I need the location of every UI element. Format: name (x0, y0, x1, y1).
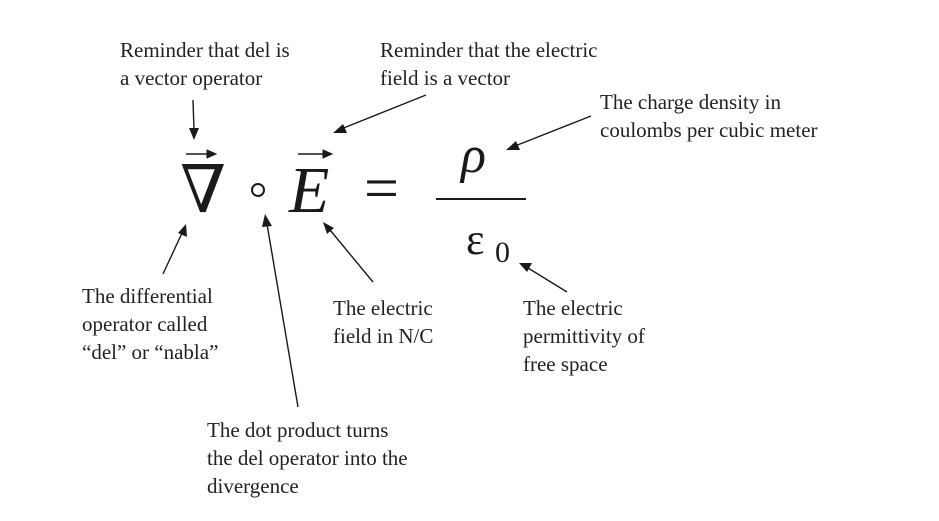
label-differential-line-3: “del” or “nabla” (82, 340, 219, 364)
label-dot-product: The dot product turns the del operator i… (207, 416, 408, 500)
label-electric-field-line-1: The electric (333, 296, 433, 320)
permittivity-symbol: ε (466, 215, 485, 264)
label-permittivity: The electric permittivity of free space (523, 294, 645, 378)
label-del-vector: Reminder that del is a vector operator (120, 36, 290, 92)
label-differential-operator: The differential operator called “del” o… (82, 282, 218, 366)
label-field-vector-line-1: Reminder that the electric (380, 38, 598, 62)
label-electric-field: The electric field in N/C (333, 294, 433, 350)
arrow-field-vector (333, 94, 427, 133)
label-permittivity-line-2: permittivity of (523, 324, 645, 348)
label-charge-density: The charge density in coulombs per cubic… (600, 88, 818, 144)
arrow-del-vector (189, 99, 199, 140)
dot-product-symbol (251, 183, 265, 197)
arrow-permittivity (519, 263, 568, 293)
label-charge-density-line-2: coulombs per cubic meter (600, 118, 818, 142)
label-dot-product-line-1: The dot product turns (207, 418, 389, 442)
label-permittivity-line-3: free space (523, 352, 608, 376)
label-field-vector-line-2: field is a vector (380, 66, 511, 90)
charge-density-symbol: ρ (461, 127, 486, 184)
label-electric-field-line-2: field in N/C (333, 324, 434, 348)
label-differential-line-2: operator called (82, 312, 208, 336)
electric-field-symbol: E (289, 154, 330, 227)
arrow-differential (162, 224, 187, 275)
label-permittivity-line-1: The electric (523, 296, 623, 320)
arrow-charge-density (506, 115, 592, 150)
label-dot-product-line-2: the del operator into the (207, 446, 408, 470)
label-field-vector: Reminder that the electric field is a ve… (380, 36, 598, 92)
equals-sign: = (364, 155, 399, 223)
label-differential-line-1: The differential (82, 284, 213, 308)
label-del-vector-line-1: Reminder that del is (120, 38, 290, 62)
label-charge-density-line-1: The charge density in (600, 90, 781, 114)
arrow-electric-field (323, 222, 374, 283)
fraction-bar (436, 198, 526, 200)
permittivity-subscript: 0 (495, 236, 510, 269)
label-del-vector-line-2: a vector operator (120, 66, 263, 90)
arrow-dot-product (262, 214, 299, 408)
label-dot-product-line-3: divergence (207, 474, 299, 498)
del-symbol: ∇ (180, 154, 227, 227)
